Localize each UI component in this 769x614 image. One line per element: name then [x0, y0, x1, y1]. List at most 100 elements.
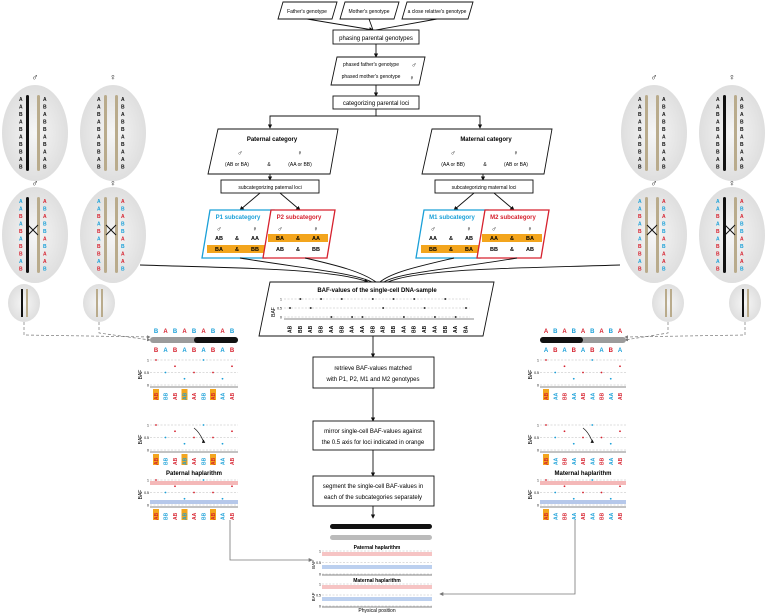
haplotype-letter: A	[201, 348, 206, 354]
genotype-tick: BB	[202, 457, 208, 465]
haplotype-letter: B	[211, 348, 216, 354]
allele-letter: B	[740, 165, 744, 171]
baf-sample-box: BAF-values of the single-cell DNA-sample…	[258, 281, 495, 337]
baf-point	[609, 377, 612, 380]
segment-band	[150, 500, 238, 504]
allele-letter: A	[97, 207, 101, 213]
baf-point	[340, 298, 343, 300]
genotype-tick: BB	[164, 392, 170, 400]
haplotype-letter: A	[544, 348, 549, 354]
baf-point	[619, 485, 621, 488]
genotype-tick: AB	[211, 512, 217, 520]
baf-point	[221, 377, 224, 380]
allele-letter: B	[662, 222, 666, 228]
panel-ylabel: BAF	[138, 435, 144, 445]
allele-letter: A	[740, 150, 744, 156]
male-symbol-icon: ♂	[651, 72, 658, 82]
genotype-tick: BB	[202, 392, 208, 400]
tick-label: 0.5	[144, 491, 149, 495]
allele-letter: A	[19, 222, 23, 228]
baf-point	[155, 479, 157, 481]
genotype-tick: AB	[544, 512, 550, 520]
allele-letter: A	[638, 120, 642, 126]
baf-point	[413, 298, 416, 300]
allele-letter: A	[638, 222, 642, 228]
baf-point	[202, 479, 205, 481]
chromosome	[26, 95, 29, 171]
tick-label: 1	[147, 479, 149, 483]
allele-letter: B	[740, 267, 744, 273]
segment-band	[322, 552, 432, 556]
cell-nucleus	[699, 187, 765, 283]
baf-box-title: BAF-values of the single-cell DNA-sample	[317, 288, 437, 294]
mirror-step	[312, 420, 435, 451]
allele-letter: A	[97, 120, 101, 126]
paternal-category-title: Paternal category	[247, 137, 298, 143]
haplotype-letter: A	[182, 348, 187, 354]
genotype-tick: BB	[164, 512, 170, 520]
baf-point	[221, 442, 224, 445]
crossover-mark	[27, 224, 39, 236]
chromosome	[645, 95, 648, 171]
tick-label: 1	[537, 479, 539, 483]
retrieve-line-1: retrieve BAF-values matched	[334, 366, 411, 372]
genotype-tick: BB	[412, 325, 418, 333]
baf-point	[619, 365, 621, 368]
genotype-cell: BB	[429, 247, 437, 253]
chromosome	[656, 197, 659, 273]
allele-letter: B	[716, 244, 720, 250]
allele-letter: B	[638, 214, 642, 220]
paternal-amp: &	[267, 162, 271, 168]
allele-letter: A	[97, 222, 101, 228]
baf-point	[231, 485, 233, 488]
allele-letter: B	[716, 165, 720, 171]
baf-point	[212, 491, 214, 494]
male-symbol-icon: ♂	[237, 150, 242, 157]
amp-cell: &	[235, 247, 239, 253]
allele-letter: B	[121, 222, 125, 228]
subcategorizing-maternal-step	[434, 179, 534, 194]
baf-point	[212, 371, 214, 374]
tick-label: 1	[319, 583, 321, 587]
right-parent-cells: ♂♀H1H2AAABBAABBBAABBBAAABBAAABBAABBBAABB…	[621, 72, 765, 322]
allele-letter: B	[97, 165, 101, 171]
paternal-category: Paternal category ♂ ♀ (AB or BA) & (AA o…	[207, 128, 339, 175]
result-chromosome	[330, 524, 432, 529]
allele-letter: A	[43, 135, 47, 141]
allele-letter: B	[638, 112, 642, 118]
orange-highlight	[268, 234, 328, 242]
baf-point	[545, 479, 547, 481]
small-chromosome	[670, 289, 672, 317]
genotype-tick: AA	[572, 392, 578, 400]
maternal-right: (AB or BA)	[504, 162, 528, 168]
allele-letter: A	[97, 199, 101, 205]
allele-letter: B	[662, 105, 666, 111]
allele-letter: B	[97, 150, 101, 156]
haplotype-letter: B	[230, 348, 235, 354]
baf-point	[402, 316, 405, 318]
allele-letter: B	[19, 165, 23, 171]
orange-highlight	[181, 509, 188, 520]
haplotype-letter: B	[173, 348, 178, 354]
allele-letter: B	[97, 267, 101, 273]
male-symbol-icon: ♂	[651, 178, 658, 188]
allele-letter: B	[662, 142, 666, 148]
baf-point	[545, 424, 547, 426]
baf-point	[299, 298, 302, 300]
allele-letter: B	[121, 207, 125, 213]
subcategory-title: M1 subcategory	[429, 215, 475, 221]
tick-label: 0	[147, 384, 149, 388]
allele-letter: B	[121, 142, 125, 148]
subcategory-title: P2 subcategory	[277, 215, 322, 221]
allele-letter: A	[716, 97, 720, 103]
genotype-cell: BA	[465, 247, 473, 253]
amp-cell: &	[296, 236, 300, 242]
allele-letter: B	[662, 229, 666, 235]
female-symbol-icon: ♀	[313, 226, 318, 233]
haplotype-letter: B	[553, 348, 558, 354]
genotype-cell: BB	[490, 247, 498, 253]
allele-letter: A	[121, 135, 125, 141]
